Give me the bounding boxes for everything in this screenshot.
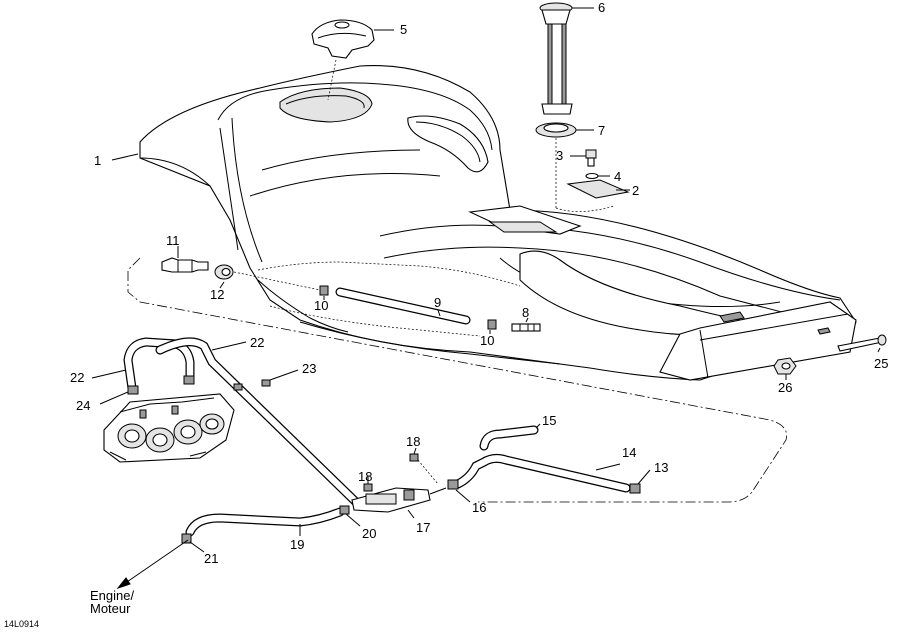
- hose-clamp-24b: [183, 375, 195, 385]
- vent-hose-14: [453, 453, 631, 493]
- callout-16: 16: [472, 500, 486, 515]
- vent-fitting: [161, 257, 209, 273]
- callout-20: 20: [362, 526, 376, 541]
- callout-14: 14: [622, 445, 636, 460]
- hose-clamp-10b: [487, 319, 497, 330]
- washer: [585, 172, 599, 180]
- callout-17: 17: [416, 520, 430, 535]
- callout-labels: 1 2 3 4 5 6 7 8 9 10 10 11 12 13 14 15 1…: [70, 0, 888, 566]
- fuel-sender: [539, 2, 573, 115]
- callout-10b: 10: [480, 333, 494, 348]
- carburetor-assembly: [103, 393, 235, 463]
- callout-22a: 22: [70, 370, 84, 385]
- callout-12: 12: [210, 287, 224, 302]
- tie-23: [233, 379, 271, 391]
- callout-18a: 18: [406, 434, 420, 449]
- leader-lines: [91, 7, 881, 553]
- elbow-hose-15: [479, 425, 539, 451]
- callout-21: 21: [204, 551, 218, 566]
- callout-26: 26: [778, 380, 792, 395]
- hose-clamp-10a: [319, 285, 329, 296]
- callout-25: 25: [874, 356, 888, 371]
- screw: [585, 149, 597, 167]
- callout-18b: 18: [358, 469, 372, 484]
- hose-clamp-16: [447, 479, 459, 490]
- fitting-leader: [233, 271, 321, 291]
- engine-label-line1: Engine/: [90, 588, 134, 603]
- hose-clamp-20: [339, 505, 350, 515]
- grommet: [214, 264, 234, 280]
- figure-code: 14L0914: [4, 619, 39, 629]
- bolt-25: [837, 334, 887, 352]
- assembly-outline: [127, 257, 788, 503]
- callout-13: 13: [654, 460, 668, 475]
- callout-24: 24: [76, 398, 90, 413]
- sender-nut: [535, 122, 577, 210]
- callout-1: 1: [94, 153, 101, 168]
- callout-15: 15: [542, 413, 556, 428]
- callout-23: 23: [302, 361, 316, 376]
- callout-5: 5: [400, 22, 407, 37]
- hose-clamp-18b: [363, 483, 373, 492]
- retaining-plate: [555, 179, 630, 212]
- callout-19: 19: [290, 537, 304, 552]
- callout-11: 11: [166, 233, 180, 248]
- tank-cap: [311, 19, 375, 101]
- callout-6: 6: [598, 0, 605, 15]
- vent-hose-19: [185, 507, 345, 537]
- fuel-tank: [139, 65, 857, 381]
- hose-clamp-21: [181, 533, 192, 544]
- elbow-fitting-8: [511, 323, 541, 332]
- hose-clamp-18a: [409, 453, 439, 485]
- nut-26: [773, 357, 797, 375]
- engine-arrow-line: [123, 539, 189, 585]
- callout-9: 9: [434, 295, 441, 310]
- engine-label-line2: Moteur: [90, 601, 131, 616]
- vent-hose-22: [123, 337, 365, 511]
- vent-hose-9: [335, 287, 471, 325]
- callout-22b: 22: [250, 335, 264, 350]
- hose-clamp-13: [629, 483, 641, 494]
- callout-2: 2: [632, 183, 639, 198]
- callout-8: 8: [522, 305, 529, 320]
- hose-clamp-24a: [127, 385, 139, 395]
- callout-3: 3: [556, 148, 563, 163]
- engine-arrow-head: [116, 577, 131, 590]
- callout-10a: 10: [314, 298, 328, 313]
- check-valve-17: [351, 487, 447, 513]
- callout-7: 7: [598, 123, 605, 138]
- callout-4: 4: [614, 169, 621, 184]
